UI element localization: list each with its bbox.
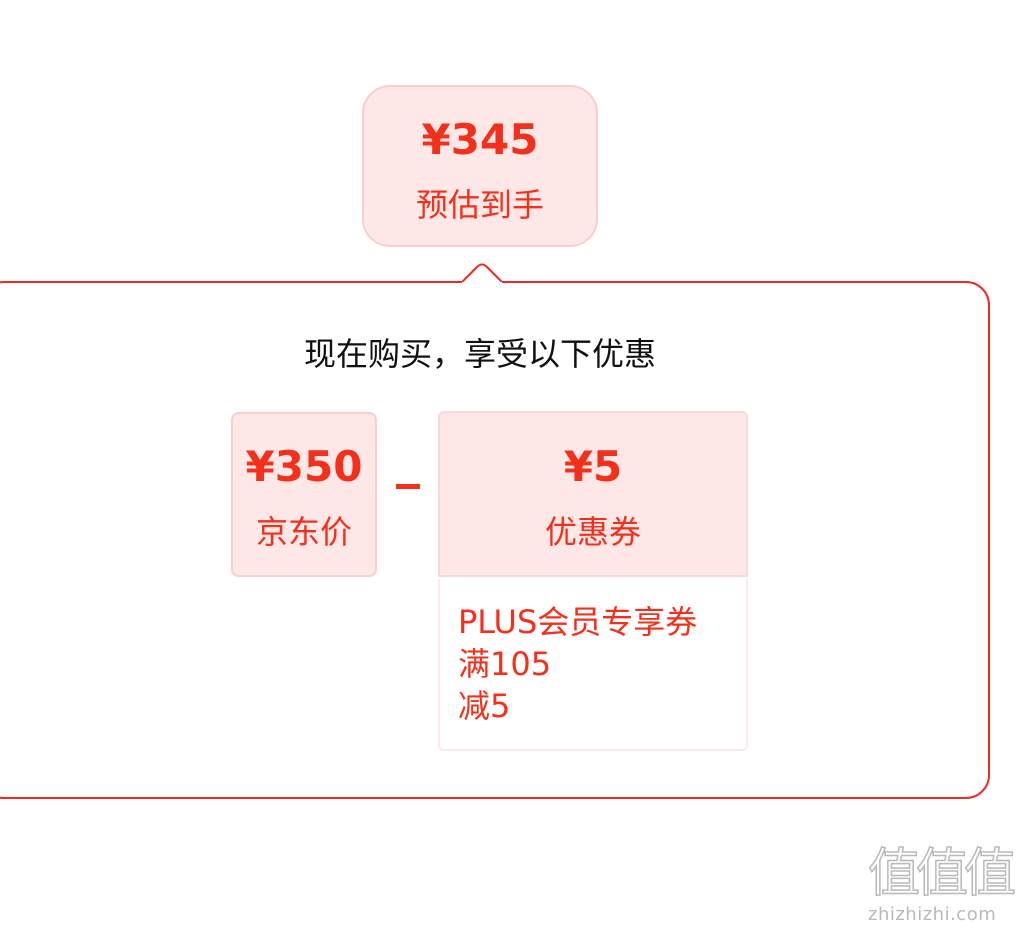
offer-title: 现在购买，享受以下优惠 <box>303 335 656 373</box>
estimated-price-label: 预估到手 <box>415 186 544 224</box>
estimated-price-card: ¥345 预估到手 <box>362 85 598 247</box>
jd-price: ¥350 <box>245 442 363 491</box>
coupon-card: ¥5 优惠券 <box>438 411 748 577</box>
watermark-glyphs: 值值值 <box>867 844 1017 904</box>
jd-price-card: ¥350 京东价 <box>231 412 377 577</box>
coupon-detail-discount: 减5 <box>458 687 511 725</box>
coupon-detail-name: PLUS会员专享券 <box>458 603 698 641</box>
minus-operator-icon <box>396 484 420 489</box>
coupon-amount: ¥5 <box>563 442 623 491</box>
coupon-label: 优惠券 <box>544 513 641 551</box>
panel-pointer-notch <box>462 263 502 284</box>
estimated-price: ¥345 <box>421 115 539 164</box>
site-watermark-logo: 值值值 zhizhizhi.com <box>867 844 1017 926</box>
watermark-domain: zhizhizhi.com <box>868 904 997 925</box>
coupon-detail-threshold: 满105 <box>458 645 552 683</box>
jd-price-label: 京东价 <box>255 513 352 551</box>
coupon-detail: PLUS会员专享券 满105 减5 <box>438 579 748 751</box>
